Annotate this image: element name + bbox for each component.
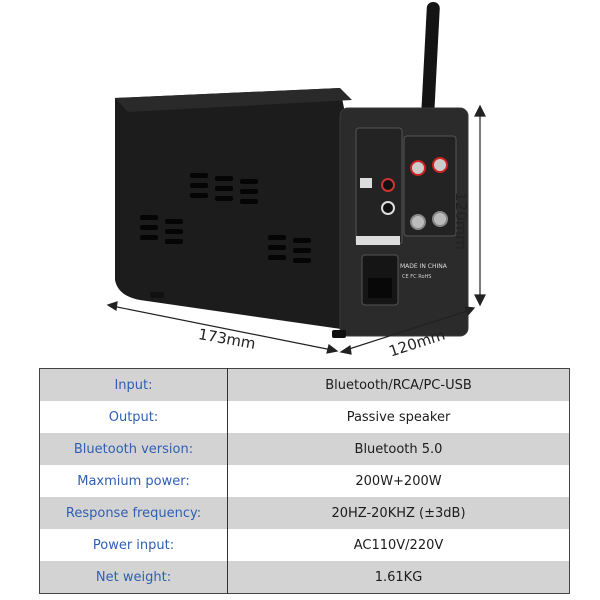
spec-label: Bluetooth version: [39, 433, 228, 465]
speaker-terminal-black [410, 214, 426, 230]
spec-value: 1.61KG [227, 561, 570, 594]
spec-label: Net weight: [39, 561, 228, 594]
table-row: Output: Passive speaker [39, 401, 570, 433]
rca-jack-white [381, 201, 395, 215]
spec-value: AC110V/220V [227, 529, 570, 561]
spec-value: 20HZ-20KHZ (±3dB) [227, 497, 570, 529]
speaker-terminal-red [432, 157, 448, 173]
height-dimension-label: 120mm [452, 192, 470, 250]
amplifier-side-panel [115, 88, 348, 330]
table-row: Maxmium power: 200W+200W [39, 465, 570, 497]
spec-label: Output: [39, 401, 228, 433]
specifications-table: Input: Bluetooth/RCA/PC-USB Output: Pass… [39, 368, 570, 594]
spec-label: Input: [39, 368, 228, 401]
made-in-label: MADE IN CHINA [400, 263, 448, 270]
product-photo: MADE IN CHINA CE FC RoHS [106, 2, 486, 355]
table-row: Input: Bluetooth/RCA/PC-USB [39, 368, 570, 401]
speaker-terminal-black [432, 211, 448, 227]
spec-label: Response frequency: [39, 497, 228, 529]
table-row: Power input: AC110V/220V [39, 529, 570, 561]
spec-label: Maxmium power: [39, 465, 228, 497]
dimension-arrows [106, 104, 486, 355]
table-row: Net weight: 1.61KG [39, 561, 570, 594]
table-row: Response frequency: 20HZ-20KHZ (±3dB) [39, 497, 570, 529]
table-row: Bluetooth version: Bluetooth 5.0 [39, 433, 570, 465]
certification-label: CE FC RoHS [402, 274, 431, 280]
rca-jack-red [381, 178, 395, 192]
spec-value: Passive speaker [227, 401, 570, 433]
vent-slots [140, 173, 311, 263]
spec-value: Bluetooth 5.0 [227, 433, 570, 465]
spec-value: Bluetooth/RCA/PC-USB [227, 368, 570, 401]
spec-label: Power input: [39, 529, 228, 561]
usb-port-icon [360, 178, 372, 188]
speaker-terminal-red [410, 160, 426, 176]
spec-value: 200W+200W [227, 465, 570, 497]
